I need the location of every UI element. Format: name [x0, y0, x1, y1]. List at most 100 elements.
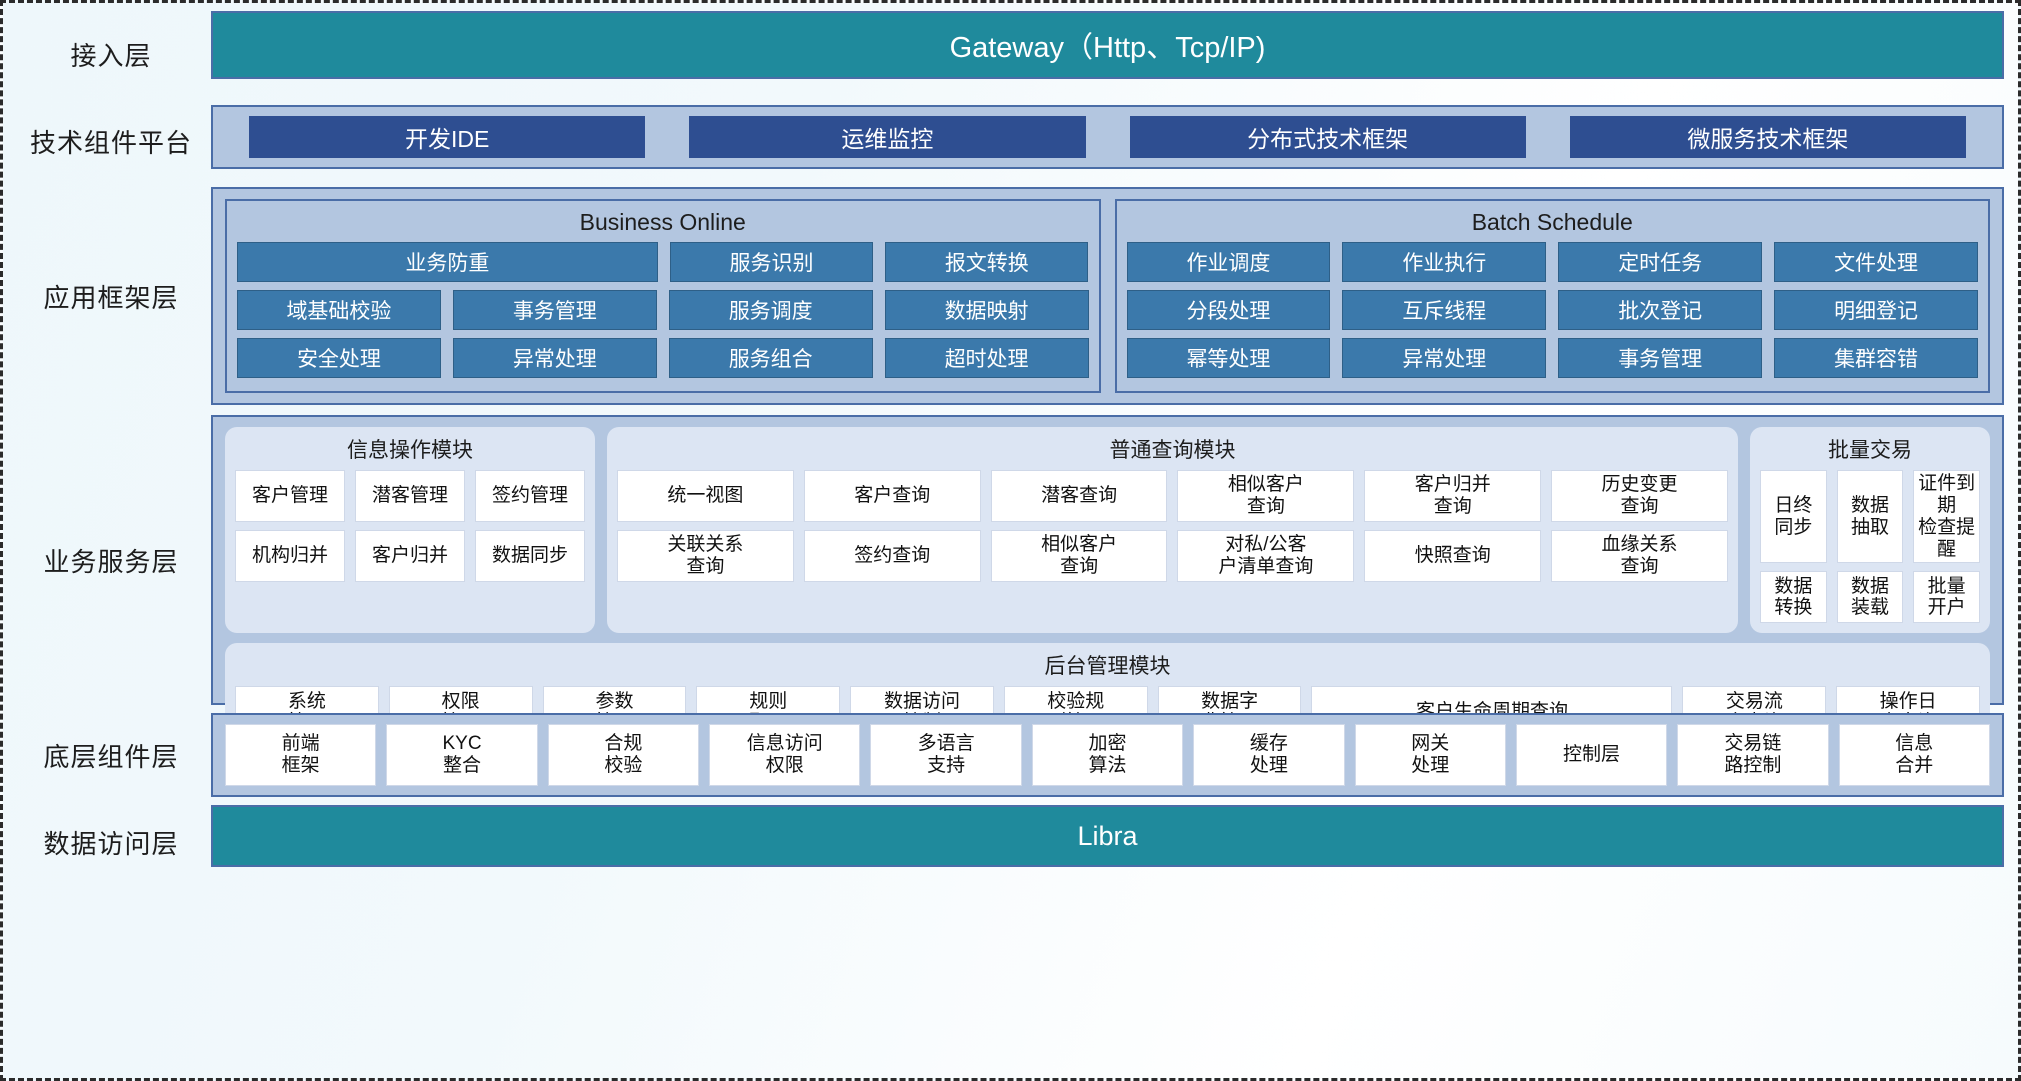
comp-cell-info-merge[interactable]: 信息合并 — [1838, 724, 1990, 786]
framework-group-business-online: Business Online 业务防重 服务识别 报文转换 域基础校验 事务管… — [225, 199, 1101, 393]
layer-label-biz: 业务服务层 — [43, 546, 179, 577]
biz-cell-data-sync[interactable]: 数据同步 — [475, 530, 585, 582]
spacer — [11, 405, 2004, 415]
layer-row-tech: 技术组件平台 开发IDE 运维监控 分布式技术框架 微服务技术框架 — [11, 105, 2004, 177]
biz-cell-org-merge[interactable]: 机构归并 — [235, 530, 345, 582]
business-row: 统一视图 客户查询 潜客查询 相似客户查询 客户归并查询 历史变更查询 — [617, 470, 1728, 522]
spacer — [11, 705, 2004, 713]
biz-cell-prospect-management[interactable]: 潜客管理 — [355, 470, 465, 522]
comp-cell-transaction-chain-control[interactable]: 交易链路控制 — [1677, 724, 1829, 786]
tech-chip-ops-monitoring[interactable]: 运维监控 — [689, 116, 1086, 158]
business-row: 关联关系查询 签约查询 相似客户查询 对私/公客户清单查询 快照查询 血缘关系查… — [617, 530, 1728, 582]
business-row: 客户管理 潜客管理 签约管理 — [235, 470, 585, 522]
spacer — [11, 177, 2004, 187]
biz-cell-customer-merge-query[interactable]: 客户归并查询 — [1364, 470, 1542, 522]
framework-group-title: Business Online — [579, 209, 746, 235]
fw-cell-security-processing[interactable]: 安全处理 — [237, 338, 441, 378]
gateway-banner: Gateway（Http、Tcp/IP) — [211, 11, 2004, 79]
business-row: 数据转换 数据装载 批量开户 — [1760, 571, 1981, 624]
layer-label-comp: 底层组件层 — [43, 741, 179, 772]
framework-group-batch-schedule: Batch Schedule 作业调度 作业执行 定时任务 文件处理 分段处理 … — [1114, 199, 1990, 393]
framework-row: 分段处理 互斥线程 批次登记 明细登记 — [1126, 290, 1978, 330]
biz-cell-history-change-query[interactable]: 历史变更查询 — [1551, 470, 1728, 522]
fw-cell-job-execution[interactable]: 作业执行 — [1342, 242, 1547, 282]
comp-cell-encryption-algorithm[interactable]: 加密算法 — [1031, 724, 1184, 786]
biz-cell-similar-customer-query-2[interactable]: 相似客户查询 — [990, 530, 1168, 582]
fw-cell-exception-handling[interactable]: 异常处理 — [452, 338, 657, 378]
data-access-banner: Libra — [211, 805, 2004, 867]
comp-cell-control-layer[interactable]: 控制层 — [1515, 724, 1668, 786]
business-row: 机构归并 客户归并 数据同步 — [235, 530, 585, 582]
fw-cell-service-scheduling[interactable]: 服务调度 — [668, 290, 873, 330]
comp-cell-multilanguage-support[interactable]: 多语言支持 — [870, 724, 1022, 786]
biz-cell-data-extraction[interactable]: 数据抽取 — [1836, 470, 1904, 564]
biz-cell-unified-view[interactable]: 统一视图 — [617, 470, 794, 522]
comp-cell-gateway-processing[interactable]: 网关处理 — [1354, 724, 1506, 786]
fw-cell-scheduled-task[interactable]: 定时任务 — [1558, 242, 1763, 282]
framework-row: 域基础校验 事务管理 服务调度 数据映射 — [237, 290, 1089, 330]
fw-cell-job-scheduling[interactable]: 作业调度 — [1126, 242, 1331, 282]
fw-cell-file-processing[interactable]: 文件处理 — [1774, 242, 1978, 282]
fw-cell-timeout-handling[interactable]: 超时处理 — [884, 338, 1089, 378]
fw-cell-business-dedup[interactable]: 业务防重 — [237, 242, 658, 282]
fw-cell-service-composition[interactable]: 服务组合 — [668, 338, 873, 378]
business-module-general-query: 普通查询模块 统一视图 客户查询 潜客查询 相似客户查询 客户归并查询 历史变更… — [607, 427, 1738, 634]
biz-cell-customer-query[interactable]: 客户查询 — [803, 470, 981, 522]
spacer — [11, 97, 2004, 105]
comp-cell-compliance-validation[interactable]: 合规校验 — [547, 724, 700, 786]
framework-row: 作业调度 作业执行 定时任务 文件处理 — [1126, 242, 1978, 282]
fw-cell-exception-handling-batch[interactable]: 异常处理 — [1342, 338, 1547, 378]
tech-chip-distributed-framework[interactable]: 分布式技术框架 — [1129, 116, 1526, 158]
fw-cell-segment-processing[interactable]: 分段处理 — [1126, 290, 1331, 330]
biz-cell-contract-management[interactable]: 签约管理 — [475, 470, 585, 522]
layer-row-access: 接入层 Gateway（Http、Tcp/IP) — [11, 11, 2004, 97]
biz-cell-retail-corporate-list-query[interactable]: 对私/公客户清单查询 — [1177, 530, 1355, 582]
framework-group-title: Batch Schedule — [1471, 209, 1633, 235]
biz-cell-prospect-query[interactable]: 潜客查询 — [990, 470, 1168, 522]
biz-cell-similar-customer-query[interactable]: 相似客户查询 — [1177, 470, 1355, 522]
layer-row-biz: 业务服务层 信息操作模块 客户管理 潜客管理 签约管理 — [11, 415, 2004, 749]
tech-chip-microservice-framework[interactable]: 微服务技术框架 — [1569, 116, 1966, 158]
layer-label-data: 数据访问层 — [43, 828, 179, 859]
fw-cell-idempotent-processing[interactable]: 幂等处理 — [1126, 338, 1331, 378]
comp-cell-info-access-permission[interactable]: 信息访问权限 — [709, 724, 861, 786]
layer-label-tech: 技术组件平台 — [29, 127, 192, 158]
fw-cell-service-identification[interactable]: 服务识别 — [669, 242, 874, 282]
biz-cell-certificate-expiry-reminder[interactable]: 证件到期检查提醒 — [1913, 470, 1981, 564]
business-module-title: 普通查询模块 — [1109, 439, 1236, 462]
biz-cell-customer-management[interactable]: 客户管理 — [235, 470, 345, 522]
tech-chip-ide[interactable]: 开发IDE — [249, 116, 646, 158]
business-module-batch-transaction: 批量交易 日终同步 数据抽取 证件到期检查提醒 数据转换 数据装载 批量开户 — [1750, 427, 1990, 634]
fw-cell-batch-registration[interactable]: 批次登记 — [1558, 290, 1763, 330]
fw-cell-transaction-management[interactable]: 事务管理 — [452, 290, 657, 330]
fw-cell-mutex-thread[interactable]: 互斥线程 — [1342, 290, 1547, 330]
fw-cell-detail-registration[interactable]: 明细登记 — [1774, 290, 1978, 330]
biz-cell-batch-account-opening[interactable]: 批量开户 — [1913, 571, 1981, 624]
biz-cell-data-transformation[interactable]: 数据转换 — [1760, 571, 1827, 624]
comp-cell-frontend-framework[interactable]: 前端框架 — [225, 724, 377, 786]
framework-row: 安全处理 异常处理 服务组合 超时处理 — [237, 338, 1089, 378]
business-module-title: 批量交易 — [1828, 439, 1912, 462]
fw-cell-data-mapping[interactable]: 数据映射 — [884, 290, 1089, 330]
business-module-info-operations: 信息操作模块 客户管理 潜客管理 签约管理 机构归并 客户归并 数据同步 — [225, 427, 595, 634]
biz-cell-eod-sync[interactable]: 日终同步 — [1760, 470, 1827, 564]
biz-cell-relationship-query[interactable]: 关联关系查询 — [617, 530, 794, 582]
business-module-title: 后台管理模块 — [1044, 655, 1171, 679]
biz-cell-snapshot-query[interactable]: 快照查询 — [1364, 530, 1542, 582]
comp-cell-cache-processing[interactable]: 缓存处理 — [1193, 724, 1345, 786]
fw-cell-domain-validation[interactable]: 域基础校验 — [237, 290, 441, 330]
biz-cell-contract-query[interactable]: 签约查询 — [803, 530, 981, 582]
business-service-band: 信息操作模块 客户管理 潜客管理 签约管理 机构归并 客户归并 数据同步 — [211, 415, 2004, 749]
fw-cell-transaction-management-batch[interactable]: 事务管理 — [1558, 338, 1763, 378]
fw-cell-cluster-fault-tolerance[interactable]: 集群容错 — [1774, 338, 1978, 378]
biz-cell-customer-merge[interactable]: 客户归并 — [355, 530, 465, 582]
biz-cell-data-loading[interactable]: 数据装载 — [1836, 571, 1904, 624]
layer-row-appfw: 应用框架层 Business Online 业务防重 服务识别 报文转换 域基础… — [11, 187, 2004, 405]
spacer — [11, 797, 2004, 805]
biz-cell-lineage-query[interactable]: 血缘关系查询 — [1551, 530, 1728, 582]
tech-platform-band: 开发IDE 运维监控 分布式技术框架 微服务技术框架 — [211, 105, 2004, 169]
fw-cell-message-conversion[interactable]: 报文转换 — [885, 242, 1089, 282]
